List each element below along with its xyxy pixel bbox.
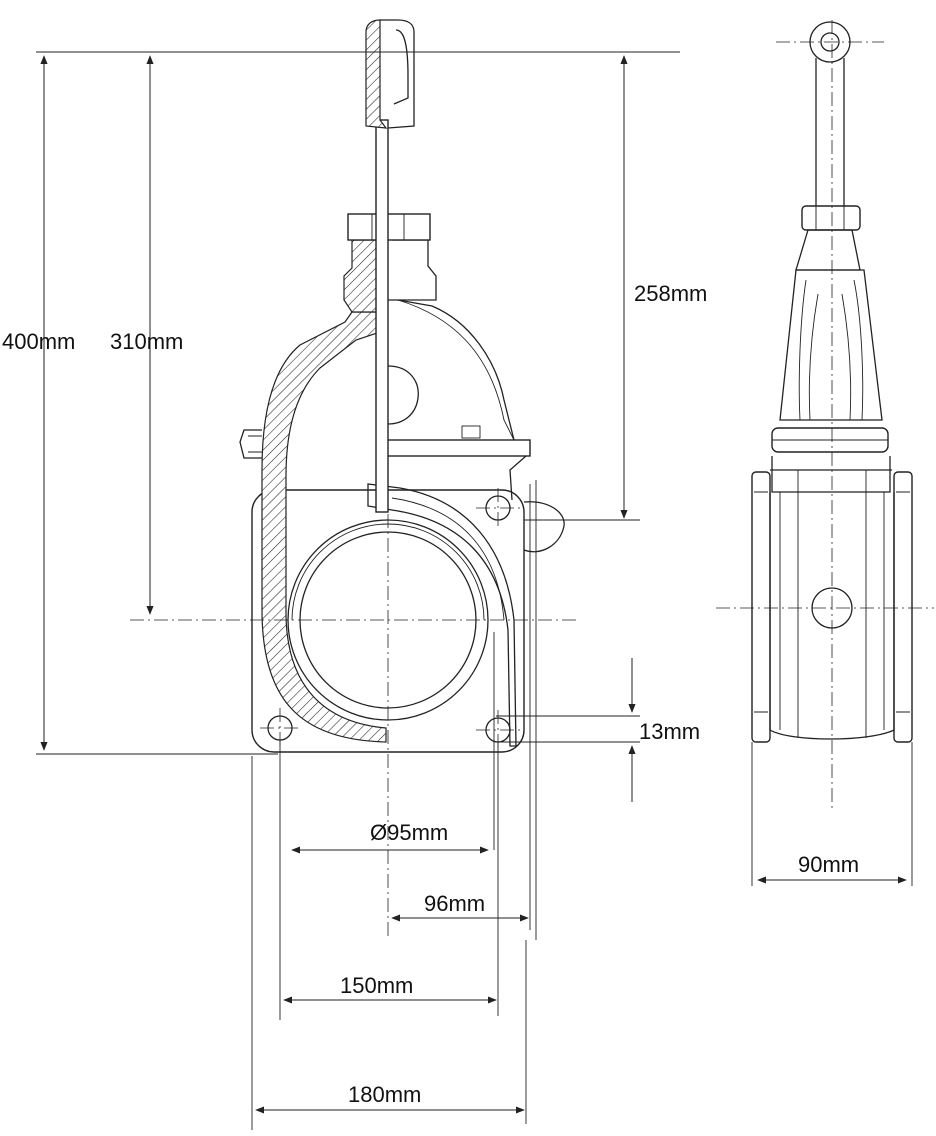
side-stem [815, 58, 845, 206]
bonnet-inner [397, 299, 515, 441]
bore-label: Ø95mm [370, 820, 448, 845]
dimension-lines [36, 51, 913, 1130]
gate-wedge [367, 483, 517, 747]
gland-nut [347, 213, 431, 241]
stem-eye-head-hatched [365, 19, 388, 129]
gate-depth-label: 258mm [634, 281, 707, 306]
stem [375, 119, 389, 513]
side-yoke [779, 269, 883, 421]
centre-height-label: 310mm [110, 329, 183, 354]
right-boss [523, 501, 565, 553]
side-flange-right [893, 471, 913, 743]
side-bore-body [769, 492, 895, 740]
bolt-spacing-label: 150mm [340, 973, 413, 998]
side-width-label: 90mm [798, 852, 859, 877]
dimension-labels: 400mm 310mm 258mm 13mm Ø95mm 96mm 150mm … [2, 281, 859, 1107]
body-section-hatched [261, 311, 387, 743]
flange-width-label: 180mm [348, 1082, 421, 1107]
side-gland [801, 205, 861, 231]
left-lug [239, 429, 262, 459]
side-neck [795, 229, 861, 271]
stem-eye-head [380, 19, 415, 129]
neck-right [392, 239, 437, 301]
cross-beam [385, 439, 531, 457]
front-view [130, 19, 576, 940]
side-view [716, 20, 934, 808]
side-flange-left [751, 471, 771, 743]
centre-to-face-label: 96mm [424, 891, 485, 916]
side-body [770, 456, 892, 493]
neck-left-hatched [343, 239, 379, 313]
bonnet-outline [386, 299, 527, 501]
overall-height-label: 400mm [2, 329, 75, 354]
bolt-hole-label: 13mm [639, 719, 700, 744]
